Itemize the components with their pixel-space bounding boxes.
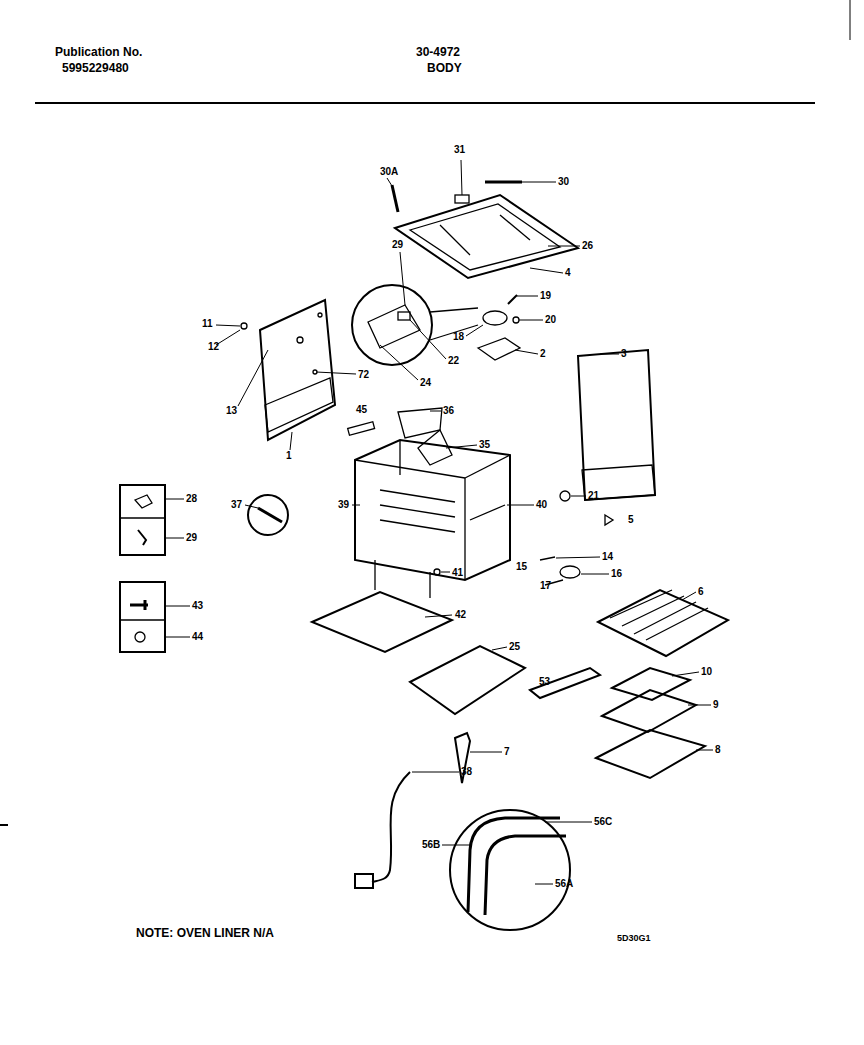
callout-number: 7 [504,747,510,757]
callout-number: 72 [358,370,369,380]
callout-number: 29 [186,533,197,543]
callout-number: 44 [192,632,203,642]
callout-number: 1 [286,451,292,461]
callout-number: 20 [545,315,556,325]
callout-number: 24 [420,378,431,388]
callout-number: 6 [698,587,704,597]
callout-number: 56B [422,840,440,850]
callout-number: 17 [540,581,551,591]
callout-number: 29 [392,240,403,250]
callout-number: 25 [509,642,520,652]
header-text: 30-4972 [416,46,460,58]
callout-number: 14 [602,552,613,562]
callout-number: 43 [192,601,203,611]
callout-number: 31 [454,145,465,155]
callout-number: 45 [356,405,367,415]
callout-number: 30 [558,177,569,187]
callout-number: 19 [540,291,551,301]
callout-number: 26 [582,241,593,251]
callout-number: 18 [453,332,464,342]
callout-number: 9 [713,700,719,710]
callout-number: 53 [539,677,550,687]
callout-number: 39 [338,500,349,510]
callout-number: 13 [226,406,237,416]
callout-number: 38 [461,767,472,777]
callout-number: 11 [202,319,213,329]
callout-number: 4 [565,268,571,278]
callout-number: 21 [588,491,599,501]
callout-number: 12 [208,342,219,352]
callout-number: 36 [443,406,454,416]
callout-number: 30A [380,167,398,177]
callout-number: 56A [555,879,573,889]
callout-number: 16 [611,569,622,579]
drawing-code: 5D30G1 [617,934,651,943]
callout-number: 5 [628,515,634,525]
callout-number: 2 [540,349,546,359]
note-text: NOTE: OVEN LINER N/A [136,927,274,939]
callout-number: 15 [516,562,527,572]
callout-number: 28 [186,494,197,504]
callout-number: 10 [701,667,712,677]
callout-number: 35 [479,440,490,450]
callout-number: 8 [715,745,721,755]
publication-number: 5995229480 [62,62,129,74]
header-text: BODY [427,62,462,74]
callout-number: 41 [452,568,463,578]
callout-number: 3 [621,349,627,359]
callout-number: 40 [536,500,547,510]
callout-number: 22 [448,356,459,366]
callout-number: 37 [231,500,242,510]
callout-number: 56C [594,817,612,827]
header-text: Publication No. [55,46,142,58]
callout-number: 42 [455,610,466,620]
